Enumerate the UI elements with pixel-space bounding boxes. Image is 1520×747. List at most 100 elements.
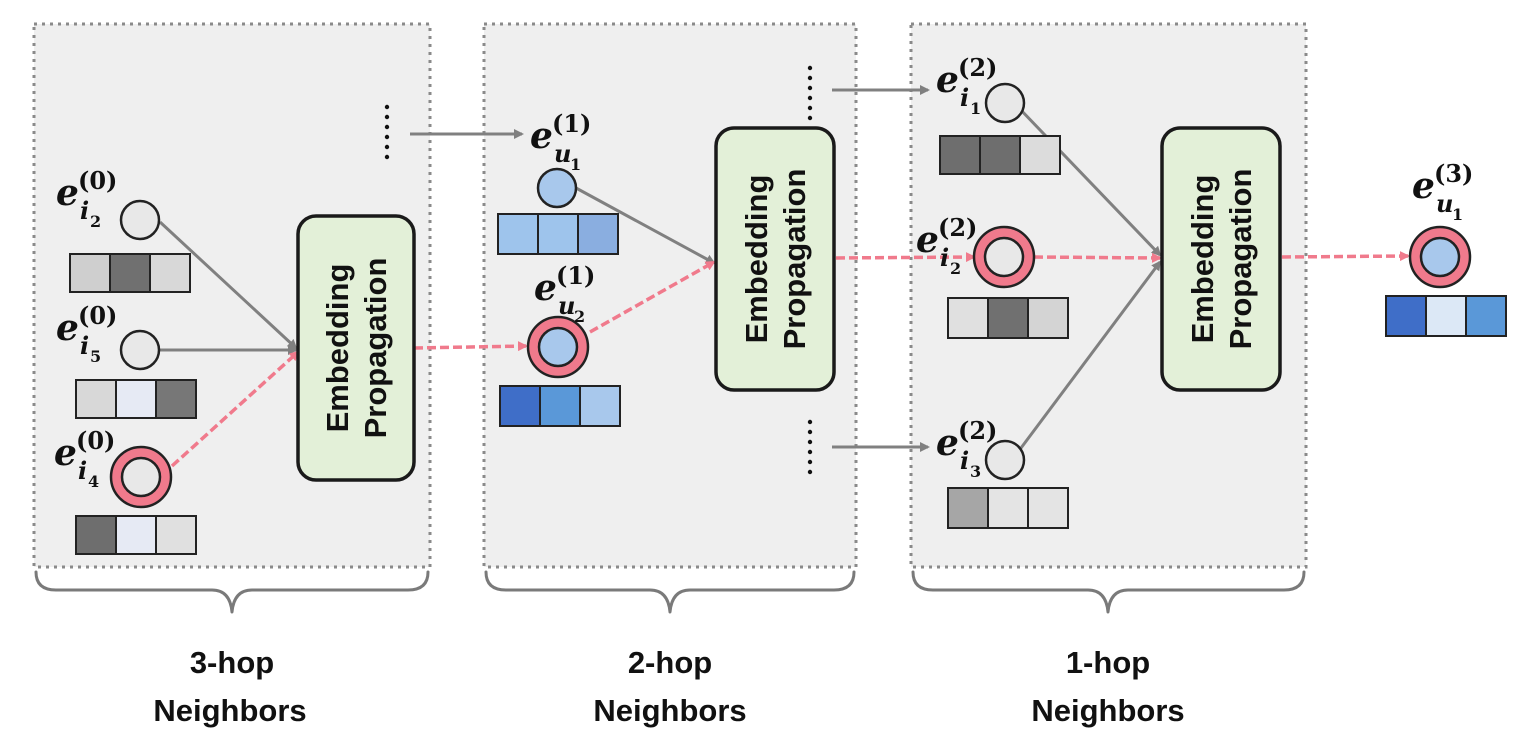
edge-prop2-to-i2 xyxy=(835,252,976,263)
label-subsub: 4 xyxy=(88,472,99,491)
embedding-cell xyxy=(1019,135,1061,175)
embedding-cell xyxy=(579,385,621,427)
embedding-cell xyxy=(109,253,151,293)
label-sub: u xyxy=(558,291,575,320)
hop-label-1-line1: 1-hop xyxy=(1066,645,1150,680)
propagation-block-3: Embedding Propagation xyxy=(1160,126,1282,392)
propagation-3-line1: Embedding xyxy=(1185,175,1220,344)
label-sub: i xyxy=(940,243,949,272)
edge-i3-to-prop3 xyxy=(1016,260,1162,453)
item-node xyxy=(120,456,162,498)
item-node xyxy=(119,199,161,241)
user-node xyxy=(537,326,579,368)
item-node xyxy=(984,82,1026,124)
user-node xyxy=(1419,236,1461,278)
label-layer: (2) xyxy=(958,53,997,82)
label-subsub: 1 xyxy=(1452,205,1463,224)
label-base: e xyxy=(916,219,939,261)
label-layer: (3) xyxy=(1434,159,1473,188)
label-layer: (2) xyxy=(958,416,997,445)
embedding-cell xyxy=(987,487,1029,529)
embedding-cell xyxy=(75,379,117,419)
item-node xyxy=(983,236,1025,278)
embedding-cell xyxy=(1385,295,1427,337)
label-base: e xyxy=(936,422,959,464)
user-node xyxy=(536,167,578,209)
hop-label-2-line1: 2-hop xyxy=(628,645,712,680)
label-subsub: 1 xyxy=(570,155,581,174)
embedding-cell xyxy=(69,253,111,293)
label-subsub: 2 xyxy=(574,307,585,326)
hop-label-2-line2: Neighbors xyxy=(593,693,746,728)
label-sub: u xyxy=(1436,189,1453,218)
propagation-block-2: Embedding Propagation xyxy=(714,126,836,392)
embedding-cell xyxy=(1027,487,1069,529)
node-label: e(1)u1 xyxy=(530,109,591,174)
label-sub: i xyxy=(78,456,87,485)
item-node xyxy=(119,329,161,371)
edge-prop1-to-u2 xyxy=(413,341,528,352)
hop-label-3-line2: Neighbors xyxy=(153,693,306,728)
label-sub: i xyxy=(80,331,89,360)
node-group-u1_3: e(3)u1 xyxy=(1385,159,1507,337)
embedding-cell xyxy=(987,297,1029,339)
brace-1-hop xyxy=(911,570,1306,614)
label-subsub: 2 xyxy=(950,259,961,278)
propagation-1-line1: Embedding xyxy=(320,264,355,433)
node-group-u1_1: e(1)u1 xyxy=(497,109,619,255)
label-sub: i xyxy=(80,196,89,225)
node-group-u2_1: e(1)u2 xyxy=(499,261,621,427)
label-base: e xyxy=(530,115,553,157)
embedding-cell xyxy=(155,515,197,555)
label-sub: u xyxy=(554,139,571,168)
edge-i2-to-prop3 xyxy=(1033,252,1162,263)
node-label: e(1)u2 xyxy=(534,261,595,326)
edge-i2-to-prop1 xyxy=(158,220,298,350)
node-label: e(3)u1 xyxy=(1412,159,1473,224)
hop-label-1-line2: Neighbors xyxy=(1031,693,1184,728)
label-layer: (2) xyxy=(938,213,977,242)
propagation-3-line2: Propagation xyxy=(1223,169,1258,350)
label-sub: i xyxy=(960,83,969,112)
embedding-cell xyxy=(577,213,619,255)
embedding-cell xyxy=(1425,295,1467,337)
brace-3-hop xyxy=(34,570,430,614)
ellipsis-2hop-top xyxy=(807,65,813,121)
label-subsub: 3 xyxy=(970,462,981,481)
label-base: e xyxy=(56,307,79,349)
edge-u1-to-prop2 xyxy=(575,186,716,265)
embedding-cell xyxy=(115,379,157,419)
label-base: e xyxy=(1412,165,1435,207)
embedding-cell xyxy=(979,135,1021,175)
label-layer: (0) xyxy=(76,426,115,455)
propagation-1-line2: Propagation xyxy=(358,258,393,439)
label-base: e xyxy=(936,59,959,101)
label-subsub: 2 xyxy=(90,212,101,231)
label-base: e xyxy=(54,432,77,474)
edge-u2-to-prop2 xyxy=(589,260,716,334)
embedding-cell xyxy=(497,213,539,255)
label-sub: i xyxy=(960,446,969,475)
edge-i4-to-prop1 xyxy=(170,350,300,468)
ellipsis-2hop-bottom xyxy=(807,419,813,475)
embedding-cell xyxy=(149,253,191,293)
propagation-block-1: Embedding Propagation xyxy=(296,214,416,482)
brace-2-hop xyxy=(484,570,856,614)
embedding-cell xyxy=(947,487,989,529)
embedding-cell xyxy=(155,379,197,419)
edge-prop3-to-u1 xyxy=(1281,251,1410,262)
label-base: e xyxy=(534,267,557,309)
label-layer: (1) xyxy=(552,109,591,138)
